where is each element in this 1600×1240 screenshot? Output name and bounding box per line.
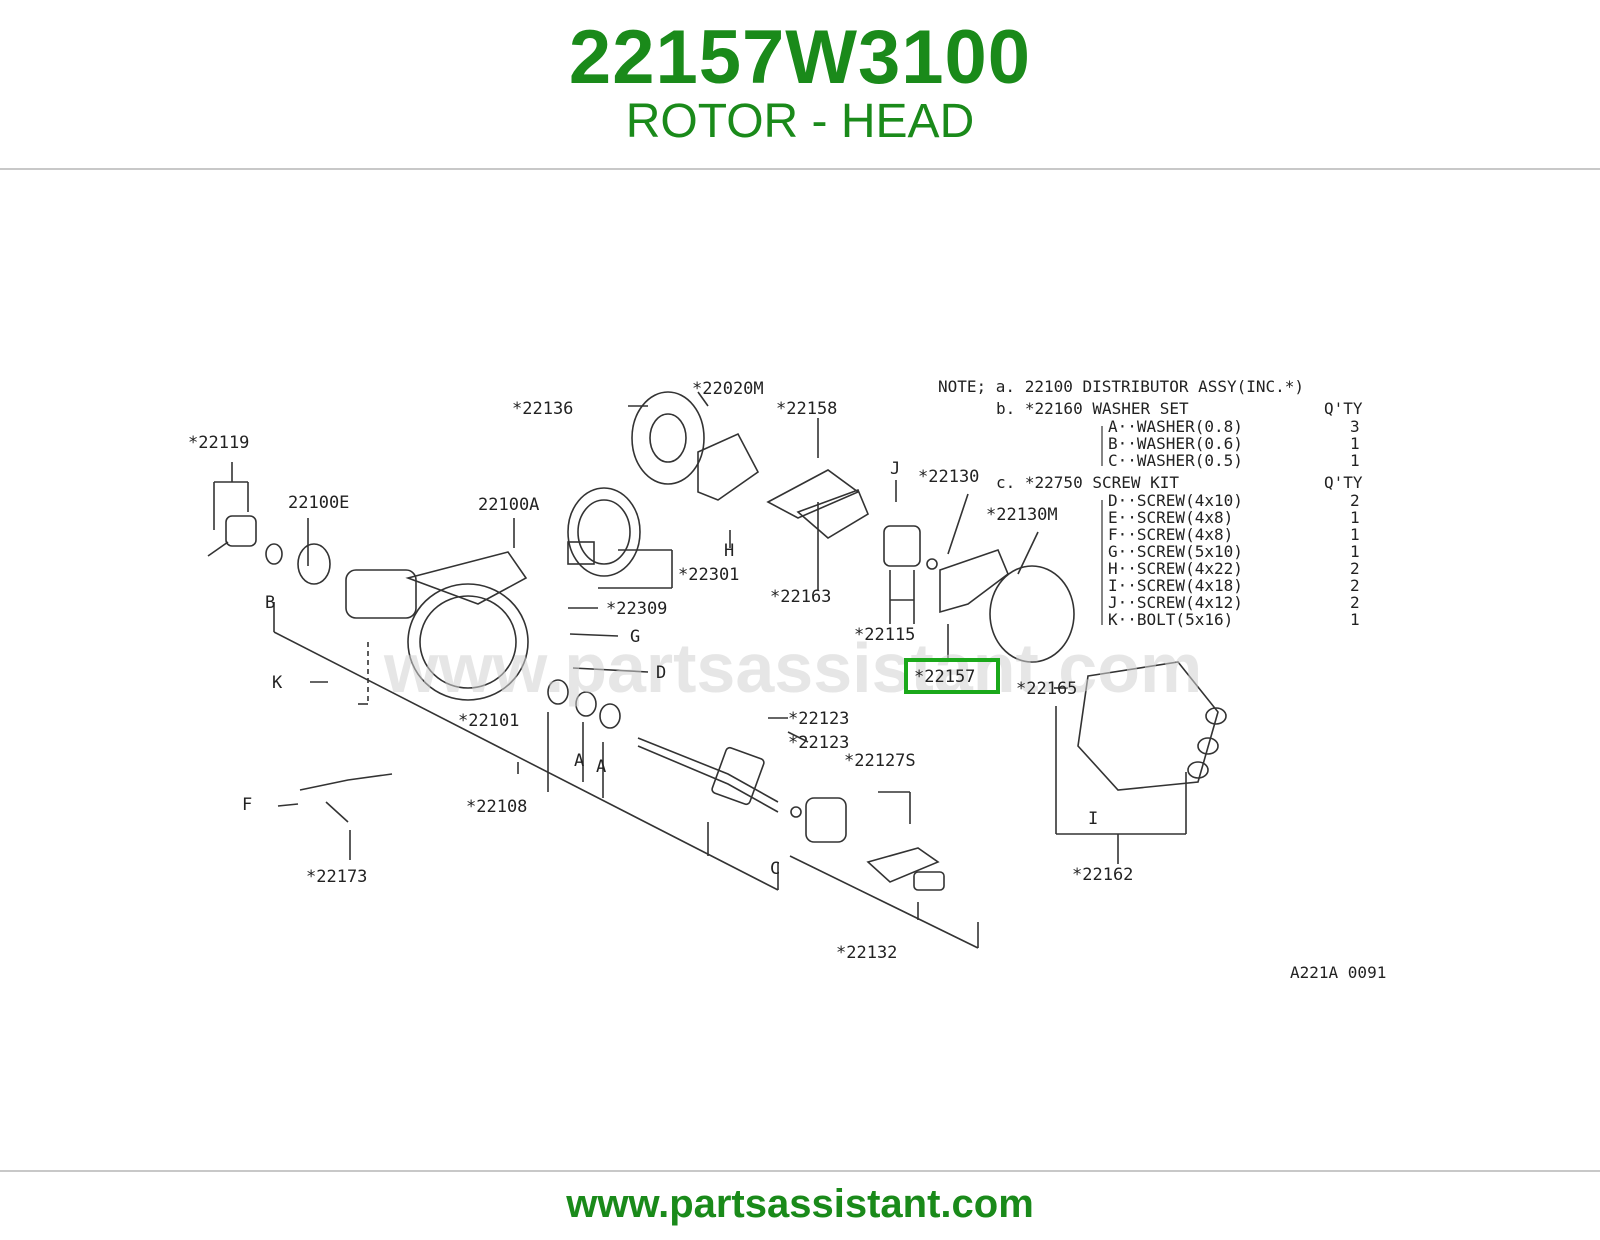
note-row-F-qty: 1	[1350, 525, 1360, 544]
note-row-F: F··SCREW(4x8)	[1108, 525, 1233, 544]
label-22130: *22130	[918, 467, 979, 487]
label-22301: *22301	[678, 565, 739, 585]
header: 22157W3100 ROTOR - HEAD	[0, 0, 1600, 170]
label-22115: *22115	[854, 625, 915, 645]
note-row-B-qty: 1	[1350, 434, 1360, 453]
note-row-E: E··SCREW(4x8)	[1108, 508, 1233, 527]
diagram-drawing: www.partsassistant.com *22136 *22020M *2…	[188, 377, 1386, 982]
diagram-lines	[207, 391, 1227, 949]
note-row-G-qty: 1	[1350, 542, 1360, 561]
note-row-I-qty: 2	[1350, 576, 1360, 595]
label-22136: *22136	[512, 399, 573, 419]
label-22127S: *22127S	[844, 751, 916, 771]
label-I: I	[1088, 809, 1098, 829]
note-row-C: C··WASHER(0.5)	[1108, 451, 1243, 470]
note-row-B: B··WASHER(0.6)	[1108, 434, 1243, 453]
label-22101: *22101	[458, 711, 519, 731]
note-row-E-qty: 1	[1350, 508, 1360, 527]
parts-diagram: www.partsassistant.com *22136 *22020M *2…	[178, 342, 1418, 1012]
label-B: B	[265, 593, 275, 613]
note-row-H: H··SCREW(4x22)	[1108, 559, 1243, 578]
label-J: J	[890, 459, 900, 479]
watermark: www.partsassistant.com	[383, 629, 1202, 707]
label-22130M: *22130M	[986, 505, 1058, 525]
site-url[interactable]: www.partsassistant.com	[566, 1182, 1034, 1226]
label-G: G	[630, 627, 640, 647]
diagram-code: A221A 0091	[1290, 963, 1386, 982]
label-22163: *22163	[770, 587, 831, 607]
label-22165: *22165	[1016, 679, 1077, 699]
label-22173: *22173	[306, 867, 367, 887]
note-row-J-qty: 2	[1350, 593, 1360, 612]
label-C: C	[770, 859, 780, 879]
note-row-G: G··SCREW(5x10)	[1108, 542, 1243, 561]
note-row-A-qty: 3	[1350, 417, 1360, 436]
label-A-1: A	[574, 751, 584, 771]
note-row-H-qty: 2	[1350, 559, 1360, 578]
part-name: ROTOR - HEAD	[625, 95, 975, 148]
label-A-2: A	[596, 757, 606, 777]
label-F: F	[242, 795, 252, 815]
label-22158: *22158	[776, 399, 837, 419]
label-22108: *22108	[466, 797, 527, 817]
label-22309: *22309	[606, 599, 667, 619]
note-qty-1: Q'TY	[1324, 399, 1363, 418]
highlight-box[interactable]	[904, 658, 1000, 694]
highlighted-part[interactable]: *22157	[904, 658, 1000, 694]
label-22020M: *22020M	[692, 379, 764, 399]
note-line-3: c. *22750 SCREW KIT	[996, 473, 1179, 492]
label-22162: *22162	[1072, 865, 1133, 885]
note-row-D-qty: 2	[1350, 491, 1360, 510]
note-row-K-qty: 1	[1350, 610, 1360, 629]
note-line-1: NOTE; a. 22100 DISTRIBUTOR ASSY(INC.*)	[938, 377, 1304, 396]
label-22132: *22132	[836, 943, 897, 963]
highlight-label[interactable]: *22157	[914, 667, 975, 687]
note-row-J: J··SCREW(4x12)	[1108, 593, 1243, 612]
label-22100E: 22100E	[288, 493, 349, 513]
note-row-D: D··SCREW(4x10)	[1108, 491, 1243, 510]
header-divider	[0, 168, 1600, 170]
label-22100A: 22100A	[478, 495, 539, 515]
note-line-2: b. *22160 WASHER SET	[996, 399, 1189, 418]
footer-divider	[0, 1170, 1600, 1172]
note-row-C-qty: 1	[1350, 451, 1360, 470]
label-22123-b: *22123	[788, 733, 849, 753]
label-22119: *22119	[188, 433, 249, 453]
note-row-A: A··WASHER(0.8)	[1108, 417, 1243, 436]
label-D: D	[656, 663, 666, 683]
label-H: H	[724, 541, 734, 561]
notes-block: NOTE; a. 22100 DISTRIBUTOR ASSY(INC.*) b…	[938, 377, 1363, 629]
label-K: K	[272, 673, 283, 693]
note-row-I: I··SCREW(4x18)	[1108, 576, 1243, 595]
callout-labels: *22136 *22020M *22158 *22119 22100E 2210…	[188, 379, 1133, 963]
label-22123-a: *22123	[788, 709, 849, 729]
part-number: 22157W3100	[568, 15, 1032, 100]
note-row-K: K··BOLT(5x16)	[1108, 610, 1233, 629]
note-qty-2: Q'TY	[1324, 473, 1363, 492]
